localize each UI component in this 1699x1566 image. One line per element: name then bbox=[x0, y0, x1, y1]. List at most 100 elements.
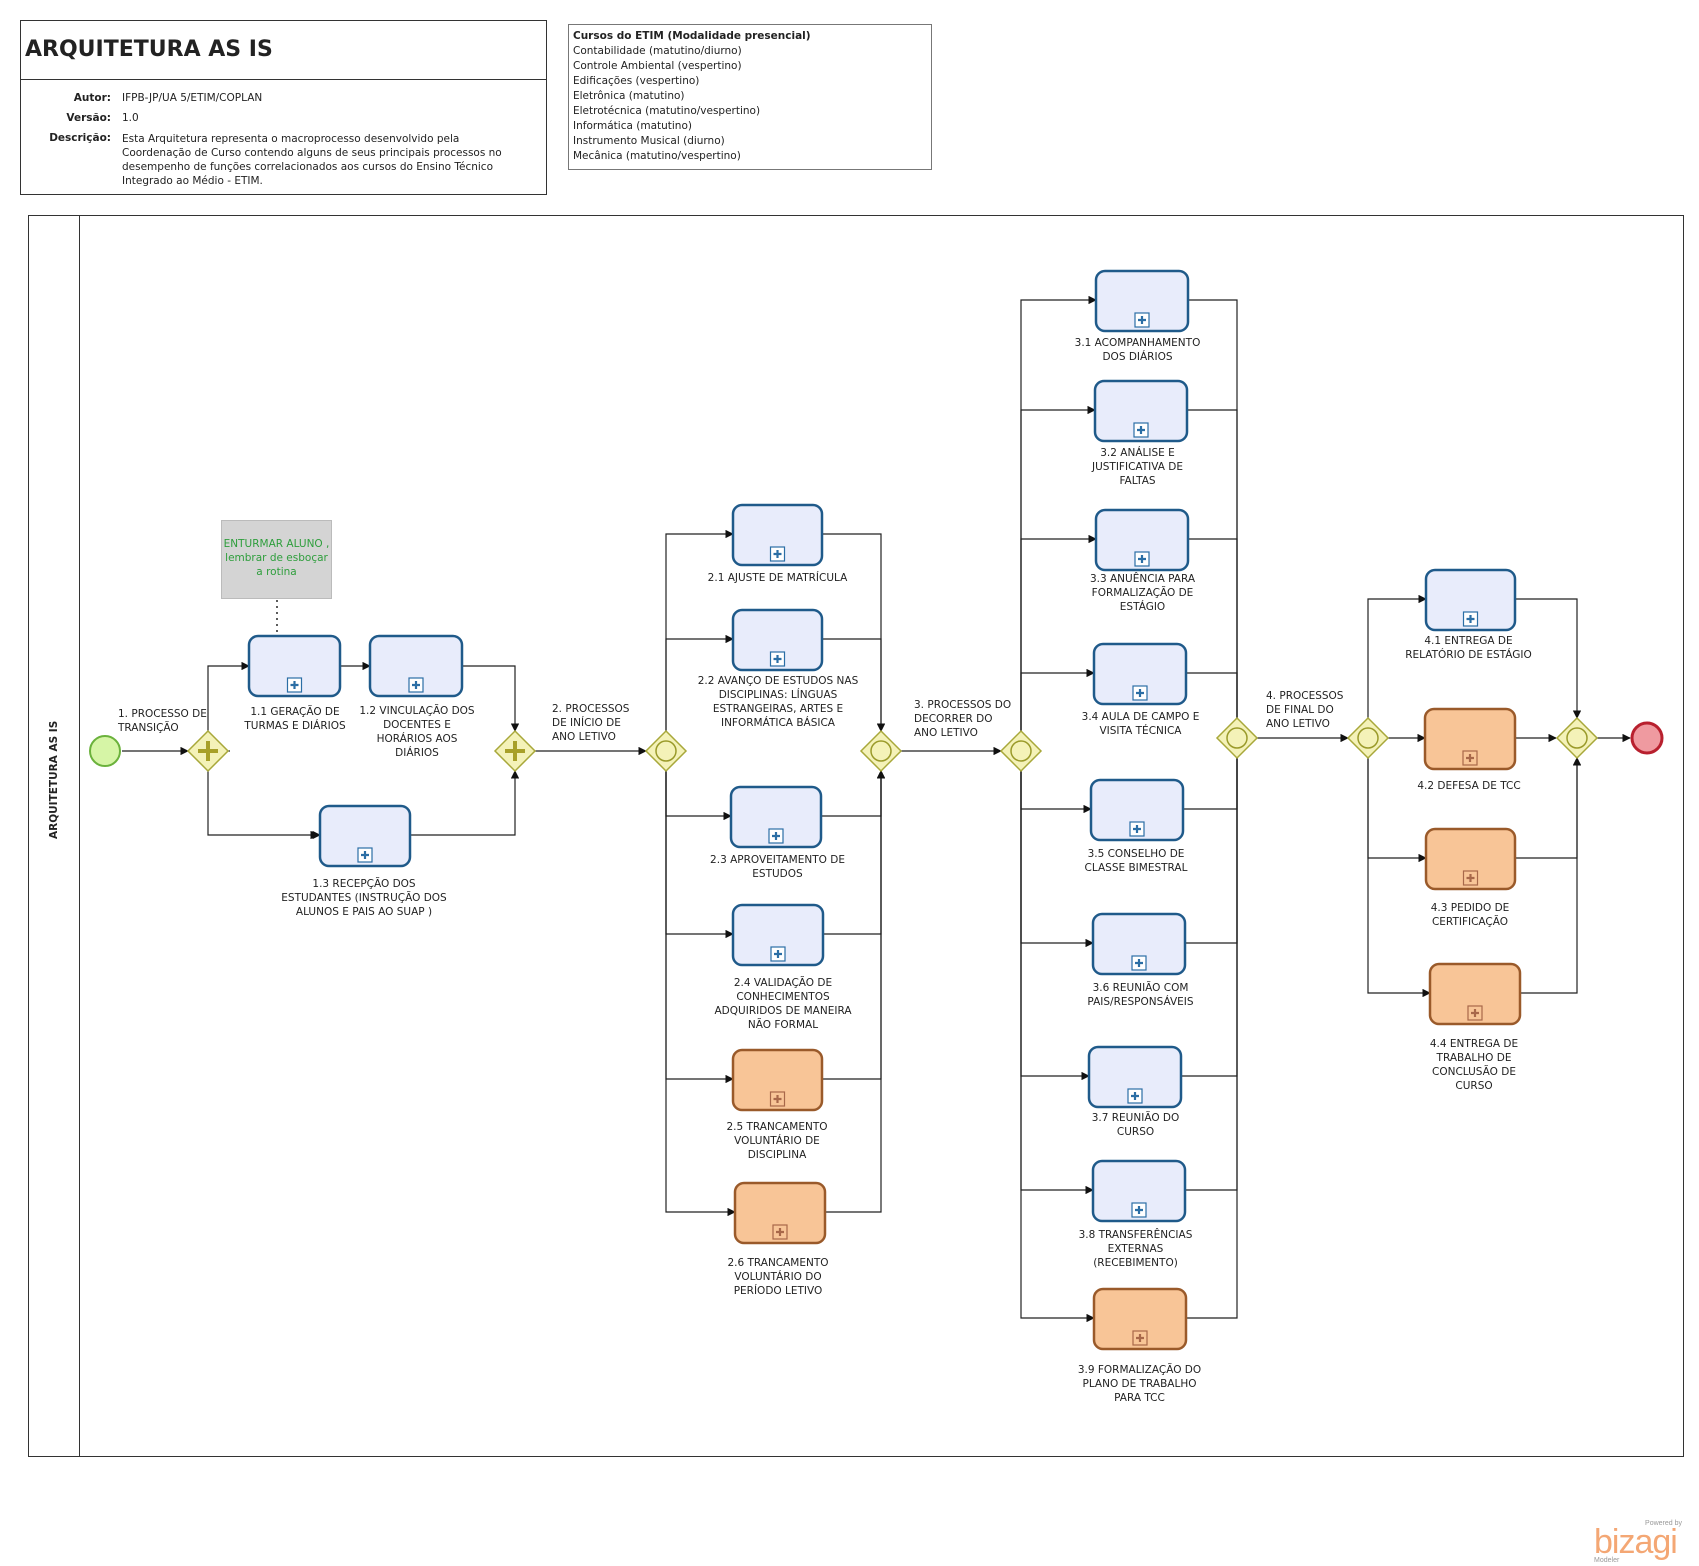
subprocess-plus-icon bbox=[1462, 750, 1478, 766]
pool-header-divider bbox=[79, 216, 80, 1456]
task-3-2-box bbox=[1093, 379, 1189, 443]
bizagi-logo: bizagi bbox=[1594, 1523, 1678, 1561]
sequence-flow bbox=[1020, 295, 1097, 731]
course-item: Controle Ambiental (vespertino) bbox=[573, 60, 742, 72]
subprocess-marker-cross bbox=[1138, 555, 1146, 563]
subprocess-plus-icon bbox=[770, 946, 786, 962]
subprocess-plus-icon bbox=[769, 546, 786, 562]
task-3-2-label: 3.2 ANÁLISE E JUSTIFICATIVA DE FALTAS bbox=[1091, 447, 1184, 487]
sequence-flow bbox=[1188, 538, 1242, 732]
task-4-1-label: 4.1 ENTREGA DE RELATÓRIO DE ESTÁGIO bbox=[1405, 635, 1532, 661]
gateway-split-phase-4 bbox=[1346, 716, 1390, 760]
sequence-flow bbox=[1186, 672, 1242, 732]
course-item: Informática (matutino) bbox=[573, 120, 692, 132]
sequence-flow bbox=[1020, 534, 1097, 731]
parallel-plus-icon bbox=[505, 741, 525, 761]
task-2-4 bbox=[731, 903, 825, 967]
task-3-6 bbox=[1091, 912, 1187, 976]
task-2-6-box bbox=[733, 1181, 827, 1245]
subprocess-plus-icon bbox=[1467, 1005, 1483, 1021]
subprocess-plus-icon bbox=[1132, 1330, 1148, 1346]
task-1-1 bbox=[247, 634, 342, 698]
task-2-3-label: 2.3 APROVEITAMENTO DE ESTUDOS bbox=[710, 854, 845, 880]
task-3-4 bbox=[1092, 642, 1188, 706]
subprocess-plus-icon bbox=[1132, 685, 1148, 701]
subprocess-marker-cross bbox=[1131, 1092, 1139, 1100]
subprocess-plus-icon bbox=[1462, 870, 1479, 886]
task-1-1-label: 1.1 GERAÇÃO DE TURMAS E DIÁRIOS bbox=[244, 706, 346, 732]
sequence-flow bbox=[822, 638, 886, 732]
task-2-2-label: 2.2 AVANÇO DE ESTUDOS NAS DISCIPLINAS: L… bbox=[697, 675, 859, 729]
annotation-note-text: ENTURMAR ALUNO , lembrar de esboçar a ro… bbox=[223, 538, 330, 578]
task-3-5-label: 3.5 CONSELHO DE CLASSE BIMESTRAL bbox=[1084, 848, 1188, 874]
task-2-1 bbox=[731, 503, 824, 567]
task-2-3-box bbox=[729, 785, 823, 849]
task-2-2-box bbox=[731, 608, 824, 672]
courses-title: Cursos do ETIM (Modalidade presencial) bbox=[573, 30, 811, 42]
subprocess-marker-cross bbox=[1138, 316, 1146, 324]
sequence-flow bbox=[1515, 757, 1582, 859]
subprocess-plus-icon bbox=[1134, 312, 1150, 328]
subprocess-plus-icon bbox=[1131, 1202, 1147, 1218]
subprocess-marker-cross bbox=[1135, 959, 1143, 967]
subprocess-marker-cross bbox=[773, 655, 782, 663]
subprocess-plus-icon bbox=[1462, 611, 1479, 627]
gateway-join-phase-4 bbox=[1555, 716, 1599, 760]
subprocess-marker-cross bbox=[290, 681, 299, 689]
task-4-3 bbox=[1424, 827, 1517, 891]
task-4-2 bbox=[1423, 707, 1517, 771]
subprocess-marker-cross bbox=[1136, 689, 1144, 697]
sequence-flow bbox=[825, 770, 886, 1213]
task-1-3 bbox=[318, 804, 412, 868]
task-3-2 bbox=[1093, 379, 1189, 443]
task-3-8-label: 3.8 TRANSFERÊNCIAS EXTERNAS (RECEBIMENTO… bbox=[1078, 1229, 1193, 1269]
subprocess-marker-cross bbox=[772, 832, 780, 840]
subprocess-plus-icon bbox=[1133, 422, 1149, 438]
sequence-flow bbox=[410, 770, 520, 836]
flow-nodes bbox=[89, 269, 1664, 1351]
sequence-flow bbox=[1367, 758, 1427, 863]
subprocess-plus-icon bbox=[768, 828, 784, 844]
gateway-split-phase-1 bbox=[186, 729, 230, 773]
description-label: Descrição: bbox=[49, 132, 111, 144]
task-3-7-box bbox=[1087, 1045, 1183, 1109]
task-1-3-label: 1.3 RECEPÇÃO DOS ESTUDANTES (INSTRUÇÃO D… bbox=[281, 878, 447, 918]
sequence-flow bbox=[1020, 731, 1090, 1081]
end-event bbox=[1630, 721, 1664, 755]
phase-4-label: 4. PROCESSOS DE FINAL DO ANO LETIVO bbox=[1266, 690, 1344, 730]
task-2-4-box bbox=[731, 903, 825, 967]
gateway-split-phase-3 bbox=[999, 729, 1043, 773]
parallel-plus-icon bbox=[198, 741, 218, 761]
task-4-3-label: 4.3 PEDIDO DE CERTIFICAÇÃO bbox=[1430, 902, 1510, 928]
inclusive-circle-icon bbox=[1566, 727, 1588, 749]
task-2-5-box bbox=[731, 1048, 824, 1112]
sequence-flow bbox=[665, 771, 732, 821]
task-4-2-label: 4.2 DEFESA DE TCC bbox=[1417, 780, 1521, 792]
inclusive-circle-icon bbox=[655, 740, 677, 762]
author-value: IFPB-JP/UA 5/ETIM/COPLAN bbox=[122, 92, 263, 104]
subprocess-plus-icon bbox=[1134, 551, 1150, 567]
task-3-9-label: 3.9 FORMALIZAÇÃO DO PLANO DE TRABALHO PA… bbox=[1077, 1364, 1202, 1404]
subprocess-plus-icon bbox=[1127, 1088, 1143, 1104]
subprocess-marker-cross bbox=[776, 1228, 784, 1236]
sequence-flow bbox=[462, 665, 520, 732]
task-3-8 bbox=[1091, 1159, 1187, 1223]
sequence-flow bbox=[665, 634, 734, 741]
task-4-4-box bbox=[1428, 962, 1522, 1026]
task-3-6-label: 3.6 REUNIÃO COM PAIS/RESPONSÁVEIS bbox=[1087, 982, 1194, 1008]
subprocess-plus-icon bbox=[769, 651, 786, 667]
courses-annotation: Cursos do ETIM (Modalidade presencial) C… bbox=[568, 24, 932, 170]
task-3-6-box bbox=[1091, 912, 1187, 976]
sequence-flow bbox=[1515, 598, 1582, 719]
subprocess-marker-cross bbox=[1133, 825, 1141, 833]
subprocess-marker-cross bbox=[1466, 874, 1475, 882]
inclusive-circle-icon bbox=[870, 740, 892, 762]
pool: ARQUITETURA AS IS bbox=[28, 215, 1684, 1457]
task-3-9 bbox=[1092, 1287, 1188, 1351]
sequence-flow bbox=[1186, 730, 1242, 1319]
subprocess-marker-cross bbox=[1471, 1009, 1479, 1017]
sequence-flow bbox=[1188, 299, 1242, 732]
subprocess-plus-icon bbox=[408, 677, 424, 693]
task-3-9-box bbox=[1092, 1287, 1188, 1351]
course-item: Edificações (vespertino) bbox=[573, 75, 700, 87]
